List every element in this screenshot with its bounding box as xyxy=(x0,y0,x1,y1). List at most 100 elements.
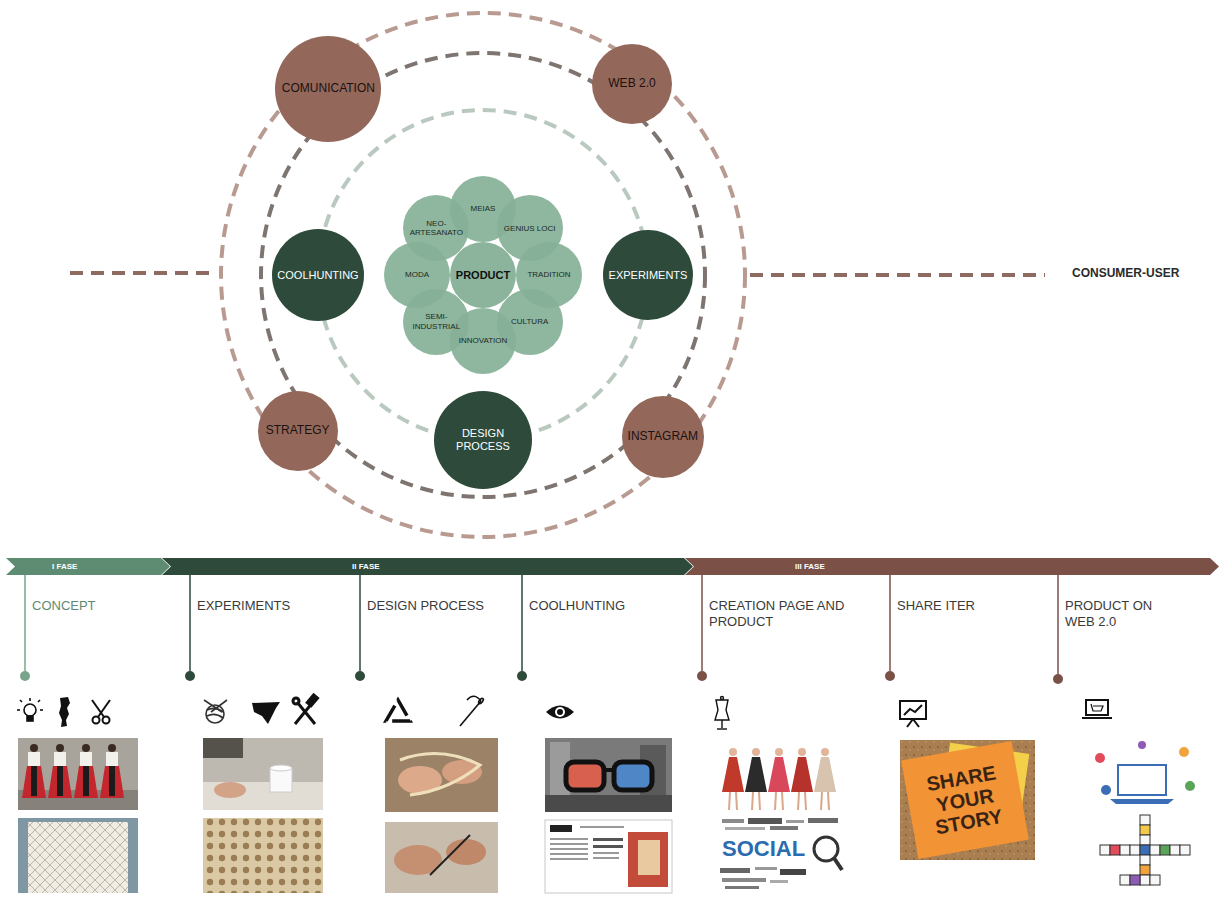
word-cloud-photo xyxy=(720,868,750,873)
node-outline xyxy=(162,558,693,575)
portugal-icon xyxy=(59,697,70,727)
folk-costume-photo xyxy=(22,766,46,798)
needle-icon xyxy=(467,696,481,701)
knitwear-photo xyxy=(28,822,128,893)
idea-icon xyxy=(24,704,36,716)
channel-circle: INSTAGRAM xyxy=(622,396,704,478)
eye-icon xyxy=(557,709,563,715)
word-cloud-photo xyxy=(722,878,766,882)
idea-icon xyxy=(40,709,43,711)
fashion-figures-photo xyxy=(729,748,737,756)
folk-costume-photo xyxy=(54,752,66,766)
presentation-icon xyxy=(900,701,926,727)
fashion-figures-photo xyxy=(720,745,845,813)
circle-label: MEIAS xyxy=(471,204,496,213)
orbit-ring xyxy=(221,13,745,537)
circle-shape xyxy=(272,229,364,321)
web-strategy-drawing xyxy=(1150,845,1160,855)
website-screenshot xyxy=(593,845,623,848)
circle-shape xyxy=(603,230,693,320)
website-screenshot xyxy=(593,852,619,854)
dress-form-icon xyxy=(715,700,729,720)
fashion-figures-photo xyxy=(828,792,829,810)
needle-icon xyxy=(460,701,481,726)
recycle-icon xyxy=(386,700,410,721)
step-stem xyxy=(24,575,26,671)
folk-costume-photo xyxy=(31,766,37,796)
step-dot xyxy=(20,671,1063,684)
web-strategy-drawing xyxy=(1100,815,1190,885)
step-label: CREATION PAGE AND PRODUCT xyxy=(709,598,879,629)
fashion-figures-photo xyxy=(821,748,829,756)
folk-costume-photo xyxy=(109,766,115,796)
eye-icon xyxy=(546,706,574,719)
folk-costume-photo xyxy=(108,744,116,752)
web-strategy-drawing xyxy=(1138,741,1146,749)
step-dot xyxy=(885,671,895,681)
word-cloud-photo xyxy=(748,818,782,824)
scissors-icon xyxy=(92,700,110,724)
crochet-photo xyxy=(385,738,498,812)
street-glasses-photo xyxy=(566,762,604,790)
folk-costume-photo xyxy=(100,766,124,798)
step-dot xyxy=(517,671,527,681)
word-cloud-photo xyxy=(715,815,845,893)
web-strategy-drawing xyxy=(1160,845,1170,855)
phase-name: III FASE xyxy=(795,558,1219,575)
sicily-icon xyxy=(252,702,280,724)
phase-name: I FASE xyxy=(52,558,170,575)
presentation-icon xyxy=(907,719,913,727)
web-strategy-drawing xyxy=(1150,875,1160,885)
sticky-note-photo xyxy=(900,740,1035,860)
street-glasses-photo xyxy=(545,795,672,812)
web-strategy-drawing xyxy=(1140,855,1150,865)
needle-icon xyxy=(460,696,484,726)
step-label: SHARE ITER xyxy=(897,598,975,614)
circle-label: STRATEGY xyxy=(266,424,330,438)
yarn-icon xyxy=(207,714,223,718)
web-strategy-drawing xyxy=(1085,735,1205,895)
scissors-icon xyxy=(92,700,104,717)
folk-costume-photo xyxy=(83,766,89,796)
node-outline xyxy=(6,558,170,575)
phase-band-shape xyxy=(162,558,693,575)
orbit-ring xyxy=(221,13,745,537)
word-cloud-photo xyxy=(808,818,838,823)
step-dot xyxy=(1053,674,1063,684)
circle-shape xyxy=(258,391,338,471)
circle-label: EXPERIMENTS xyxy=(609,269,688,282)
web-strategy-drawing xyxy=(1118,765,1166,795)
phase-name: II FASE xyxy=(352,558,693,575)
circle-label: CULTURA xyxy=(511,317,548,326)
web-strategy-drawing xyxy=(1110,845,1120,855)
step-label: PRODUCT ON WEB 2.0 xyxy=(1065,598,1170,629)
web-strategy-drawing xyxy=(1110,799,1174,804)
crochet-photo xyxy=(400,754,480,795)
fashion-figures-photo xyxy=(752,748,760,756)
web-strategy-drawing xyxy=(1100,845,1110,855)
channel-circle: STRATEGY xyxy=(258,391,338,471)
fashion-figures-photo xyxy=(798,792,799,810)
dress-form-icon xyxy=(721,720,722,728)
website-screenshot xyxy=(550,843,588,845)
channel-circle: COMUNICATION xyxy=(275,36,381,142)
workshop-photo xyxy=(203,782,323,810)
eye-icon xyxy=(546,706,574,719)
circle-label: COOLHUNTING xyxy=(277,269,358,282)
phase-band: I FASE xyxy=(6,558,170,575)
flow-line xyxy=(750,273,1045,277)
tools-icon xyxy=(307,695,317,706)
sewing-hands-photo xyxy=(385,822,498,893)
web-strategy-drawing xyxy=(1140,865,1150,875)
web-strategy-drawing xyxy=(1085,735,1205,895)
step-dot xyxy=(355,671,365,681)
folk-costume-photo xyxy=(28,752,40,766)
workshop-photo xyxy=(270,765,292,771)
street-glasses-photo xyxy=(545,738,672,812)
web-strategy-drawing xyxy=(1179,747,1189,757)
idea-icon xyxy=(17,709,20,711)
fashion-figures-photo xyxy=(821,792,822,810)
web-strategy-drawing xyxy=(1130,845,1140,855)
circle-label: PRODUCT xyxy=(456,269,510,282)
